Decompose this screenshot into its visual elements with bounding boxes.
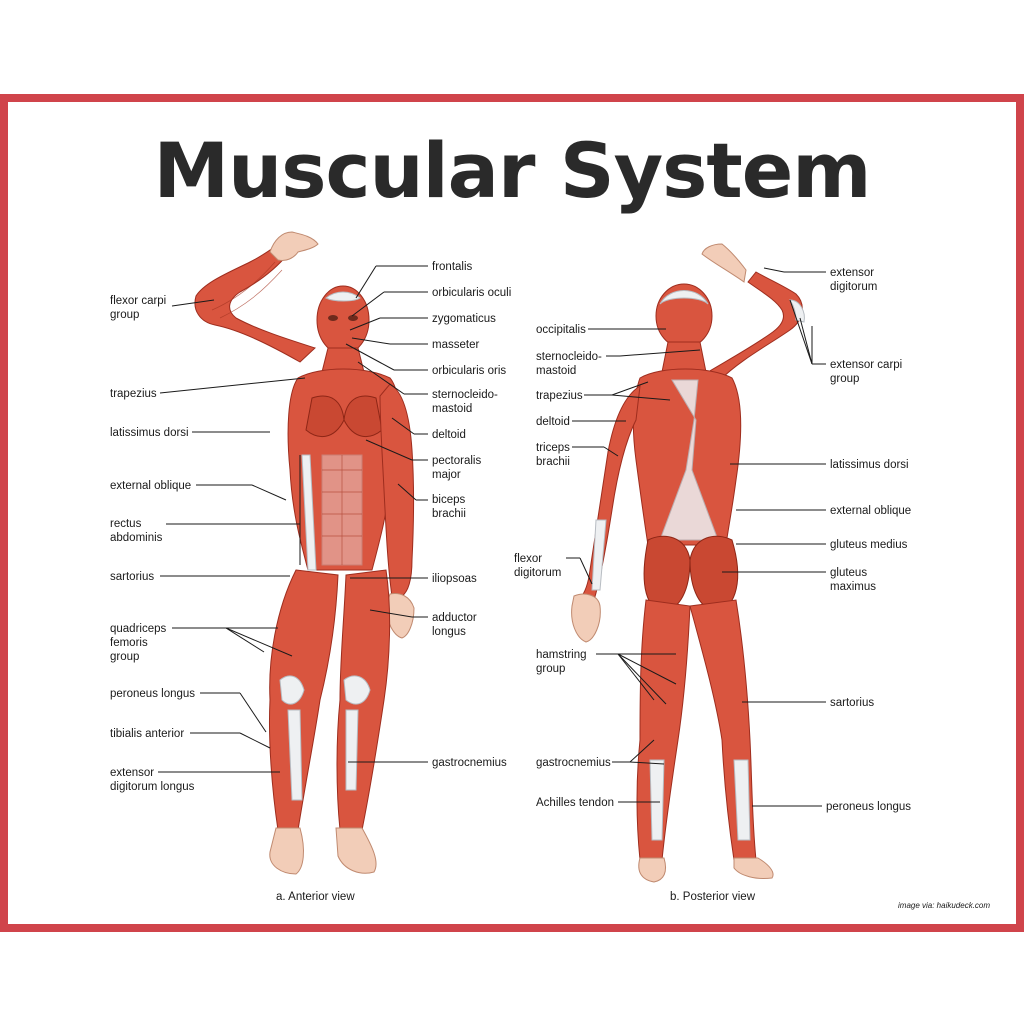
- caption-anterior-view: a. Anterior view: [276, 891, 355, 903]
- label-occipitalis: occipitalis: [536, 324, 586, 336]
- anterior-figure: [195, 232, 414, 874]
- label-trapezius: trapezius: [110, 388, 157, 400]
- label-extensor-digitorum: digitorum: [830, 281, 877, 293]
- label-hamstring-group: group: [536, 663, 565, 675]
- label-abdominis: abdominis: [110, 532, 163, 544]
- label-flexor-digitorum: digitorum: [514, 567, 561, 579]
- posterior-right-foot: [734, 858, 773, 879]
- label-peroneus-longus: peroneus longus: [110, 688, 195, 700]
- posterior-figure: [572, 244, 805, 882]
- label-extensor-carpi-group: group: [830, 373, 859, 385]
- label-latissimus-dorsi-posterior: latissimus dorsi: [830, 459, 909, 471]
- label-quadriceps: quadriceps: [110, 623, 167, 635]
- label-sternocleido-posterior: sternocleido-: [536, 351, 602, 363]
- label-external-oblique: external oblique: [110, 480, 191, 492]
- label-trapezius-posterior: trapezius: [536, 390, 583, 402]
- label-external-oblique-posterior: external oblique: [830, 505, 911, 517]
- label-latissimus-dorsi: latissimus dorsi: [110, 427, 189, 439]
- label-hamstring: hamstring: [536, 649, 587, 661]
- neck: [322, 348, 364, 372]
- label-flexor: flexor: [514, 553, 542, 565]
- hanging-hand: [386, 594, 414, 638]
- label-iliopsoas: iliopsoas: [432, 573, 477, 585]
- label-quadriceps-group: group: [110, 651, 139, 663]
- label-femoris: femoris: [110, 637, 148, 649]
- label-deltoid: deltoid: [432, 429, 466, 441]
- label-maximus: maximus: [830, 581, 876, 593]
- label-adductor: adductor: [432, 612, 477, 624]
- posterior-left-leg: [637, 600, 690, 860]
- label-major: major: [432, 469, 461, 481]
- anterior-left-foot: [336, 828, 376, 873]
- label-masseter: masseter: [432, 339, 479, 351]
- label-gastrocnemius-anterior: gastrocnemius: [432, 757, 507, 769]
- label-achilles-tendon: Achilles tendon: [536, 797, 614, 809]
- label-brachii: brachii: [432, 508, 466, 520]
- label-sartorius: sartorius: [110, 571, 154, 583]
- label-orbicularis-oculi: orbicularis oculi: [432, 287, 511, 299]
- label-biceps: biceps: [432, 494, 465, 506]
- caption-posterior-view: b. Posterior view: [670, 891, 756, 903]
- anterior-left-labels: flexor carpi group trapezius latissimus …: [110, 295, 195, 793]
- posterior-raised-hand: [702, 244, 746, 282]
- raised-hand: [270, 232, 318, 261]
- posterior-left-foot: [639, 858, 666, 882]
- label-deltoid-posterior: deltoid: [536, 416, 570, 428]
- anterior-right-labels: frontalis orbicularis oculi zygomaticus …: [432, 261, 511, 769]
- label-flexor-carpi-group: group: [110, 309, 139, 321]
- label-peroneus-longus-posterior: peroneus longus: [826, 801, 911, 813]
- label-triceps: triceps: [536, 442, 570, 454]
- label-digitorum-longus: digitorum longus: [110, 781, 195, 793]
- label-sternocleido: sternocleido-: [432, 389, 498, 401]
- posterior-hanging-arm: [580, 386, 640, 600]
- anterior-right-foot: [270, 828, 304, 874]
- image-credit: image via: haikudeck.com: [898, 901, 990, 910]
- label-extensor-posterior: extensor: [830, 267, 874, 279]
- label-extensor: extensor: [110, 767, 154, 779]
- label-pectoralis: pectoralis: [432, 455, 481, 467]
- label-rectus: rectus: [110, 518, 142, 530]
- label-mastoid: mastoid: [432, 403, 472, 415]
- label-gluteus-medius: gluteus medius: [830, 539, 908, 551]
- label-tibialis-anterior: tibialis anterior: [110, 728, 184, 740]
- posterior-hand: [572, 594, 601, 642]
- hanging-arm-muscles: [380, 384, 414, 596]
- raised-arm-muscles: [195, 246, 315, 362]
- label-extensor-carpi: extensor carpi: [830, 359, 902, 371]
- posterior-raised-arm: [708, 272, 802, 380]
- label-flexor-carpi: flexor carpi: [110, 295, 166, 307]
- label-triceps-brachii: brachii: [536, 456, 570, 468]
- label-mastoid-posterior: mastoid: [536, 365, 576, 377]
- label-zygomaticus: zygomaticus: [432, 313, 496, 325]
- label-longus: longus: [432, 626, 466, 638]
- label-sartorius-posterior: sartorius: [830, 697, 874, 709]
- label-gluteus: gluteus: [830, 567, 867, 579]
- posterior-right-labels: extensor digitorum extensor carpi group …: [826, 267, 911, 813]
- label-frontalis: frontalis: [432, 261, 473, 273]
- anterior-right-leg: [269, 570, 338, 830]
- label-orbicularis-oris: orbicularis oris: [432, 365, 506, 377]
- label-gastrocnemius-posterior: gastrocnemius: [536, 757, 611, 769]
